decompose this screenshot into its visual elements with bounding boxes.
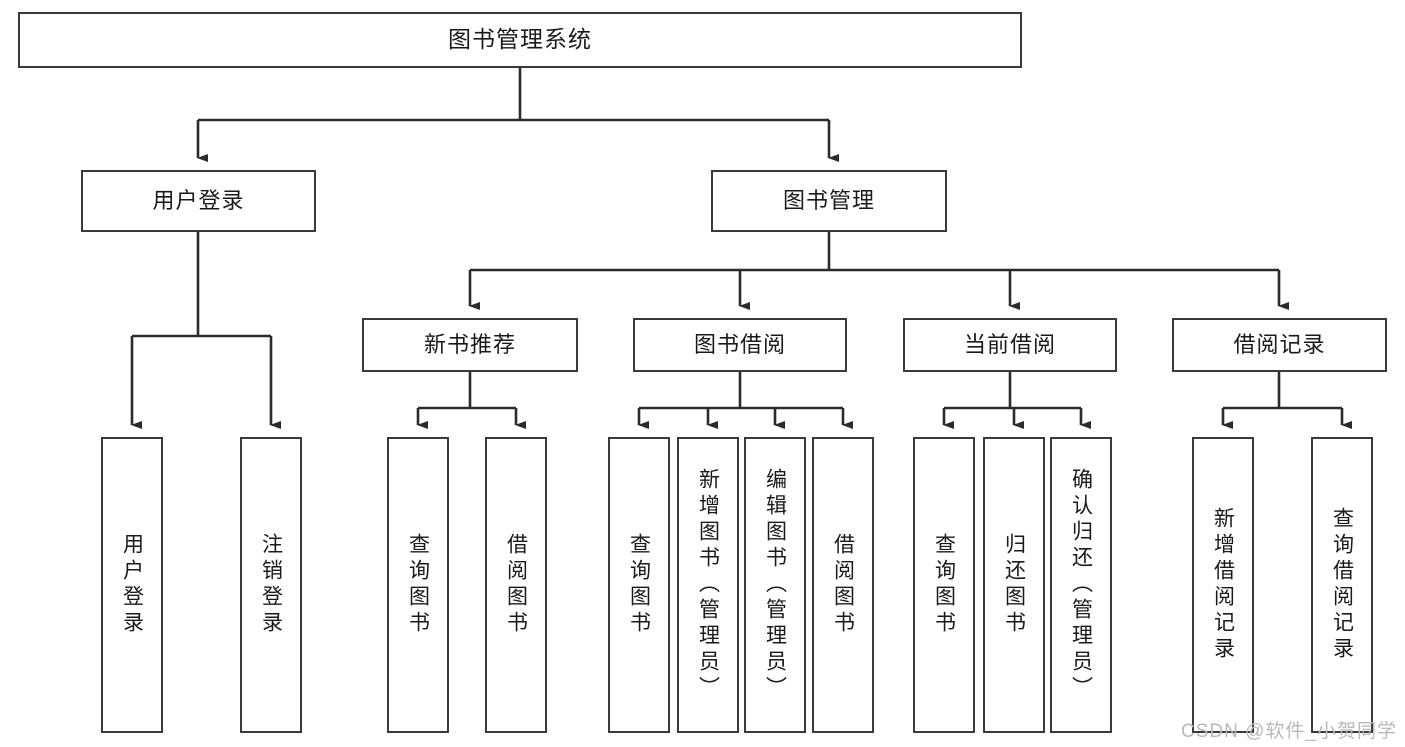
- node-label: 借阅图书: [831, 533, 855, 637]
- node-root-system[interactable]: 图书管理系统: [18, 12, 1022, 68]
- node-label: 新书推荐: [423, 331, 516, 357]
- node-label: 用户登录: [120, 533, 144, 637]
- leaf-query-book-c[interactable]: 查询图书: [913, 437, 975, 733]
- node-label: 注销登录: [259, 533, 283, 637]
- node-label: 图书管理系统: [448, 26, 592, 53]
- node-label: 新增借阅记录: [1211, 507, 1235, 663]
- node-user-login[interactable]: 用户登录: [81, 170, 316, 232]
- leaf-confirm-return[interactable]: 确认归还（管理员）: [1050, 437, 1112, 733]
- node-label: 查询图书: [406, 533, 430, 637]
- node-label: 归还图书: [1002, 533, 1026, 637]
- leaf-user-login[interactable]: 用户登录: [101, 437, 163, 733]
- leaf-query-book-b[interactable]: 查询图书: [608, 437, 670, 733]
- node-label: 借阅记录: [1233, 331, 1326, 357]
- leaf-add-book[interactable]: 新增图书（管理员）: [677, 437, 739, 733]
- node-label: 查询借阅记录: [1330, 507, 1354, 663]
- leaf-query-book-new[interactable]: 查询图书: [387, 437, 449, 733]
- node-label: 图书管理: [782, 187, 875, 213]
- node-label: 借阅图书: [504, 533, 528, 637]
- leaf-query-record[interactable]: 查询借阅记录: [1311, 437, 1373, 733]
- node-borrow-records[interactable]: 借阅记录: [1172, 318, 1387, 372]
- leaf-edit-book[interactable]: 编辑图书（管理员）: [744, 437, 806, 733]
- node-label: 图书借阅: [693, 331, 786, 357]
- leaf-borrow-book-b[interactable]: 借阅图书: [812, 437, 874, 733]
- node-label: 新增图书（管理员）: [696, 468, 720, 702]
- node-label: 查询图书: [932, 533, 956, 637]
- node-current-borrow[interactable]: 当前借阅: [903, 318, 1117, 372]
- leaf-logout[interactable]: 注销登录: [240, 437, 302, 733]
- node-book-borrow[interactable]: 图书借阅: [633, 318, 847, 372]
- watermark: CSDN @软件_小贺同学: [1181, 721, 1397, 742]
- node-new-book-recommend[interactable]: 新书推荐: [362, 318, 578, 372]
- node-book-management[interactable]: 图书管理: [711, 170, 947, 232]
- node-label: 用户登录: [152, 187, 245, 213]
- node-label: 编辑图书（管理员）: [763, 468, 787, 702]
- leaf-add-record[interactable]: 新增借阅记录: [1192, 437, 1254, 733]
- node-label: 确认归还（管理员）: [1069, 468, 1093, 702]
- node-label: 查询图书: [627, 533, 651, 637]
- leaf-return-book[interactable]: 归还图书: [983, 437, 1045, 733]
- node-label: 当前借阅: [963, 331, 1056, 357]
- leaf-borrow-book-new[interactable]: 借阅图书: [485, 437, 547, 733]
